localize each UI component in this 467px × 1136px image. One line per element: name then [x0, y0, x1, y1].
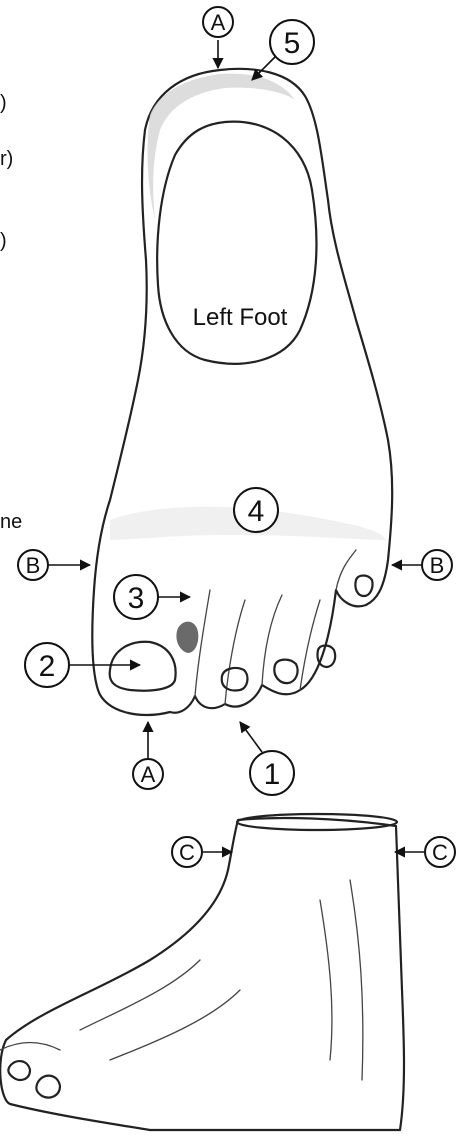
- marker-2: 2: [25, 643, 69, 687]
- arrows: [48, 40, 424, 852]
- marker-b-right: B: [422, 550, 452, 580]
- marker-4-text: 4: [248, 495, 265, 528]
- marker-c-right-text: C: [432, 840, 448, 865]
- marker-5-text: 5: [284, 27, 301, 60]
- marker-4: 4: [234, 488, 278, 532]
- marker-c-right: C: [425, 837, 455, 867]
- left-fragment-1: ): [0, 92, 7, 115]
- marker-3: 3: [114, 575, 158, 619]
- marker-b-left-text: B: [26, 553, 41, 578]
- marker-1: 1: [250, 751, 294, 795]
- marker-c-left-text: C: [179, 840, 195, 865]
- marker-c-left: C: [172, 837, 202, 867]
- marker-a-top-text: A: [211, 10, 226, 35]
- marker-5: 5: [270, 20, 314, 64]
- marker-a-bottom: A: [133, 759, 163, 789]
- marker-a-top: A: [203, 7, 233, 37]
- foot-side-view: [0, 814, 404, 1130]
- marker-b-right-text: B: [430, 553, 445, 578]
- marker-a-bottom-text: A: [141, 762, 156, 787]
- left-fragment-3: ): [0, 230, 7, 253]
- marker-1-text: 1: [264, 758, 281, 791]
- marker-b-left: B: [18, 550, 48, 580]
- marker-3-text: 3: [128, 582, 145, 615]
- left-fragment-2: r): [0, 148, 13, 171]
- heel-label: Left Foot: [193, 304, 288, 331]
- left-fragment-4: ne: [0, 511, 22, 534]
- marker-2-text: 2: [39, 650, 56, 683]
